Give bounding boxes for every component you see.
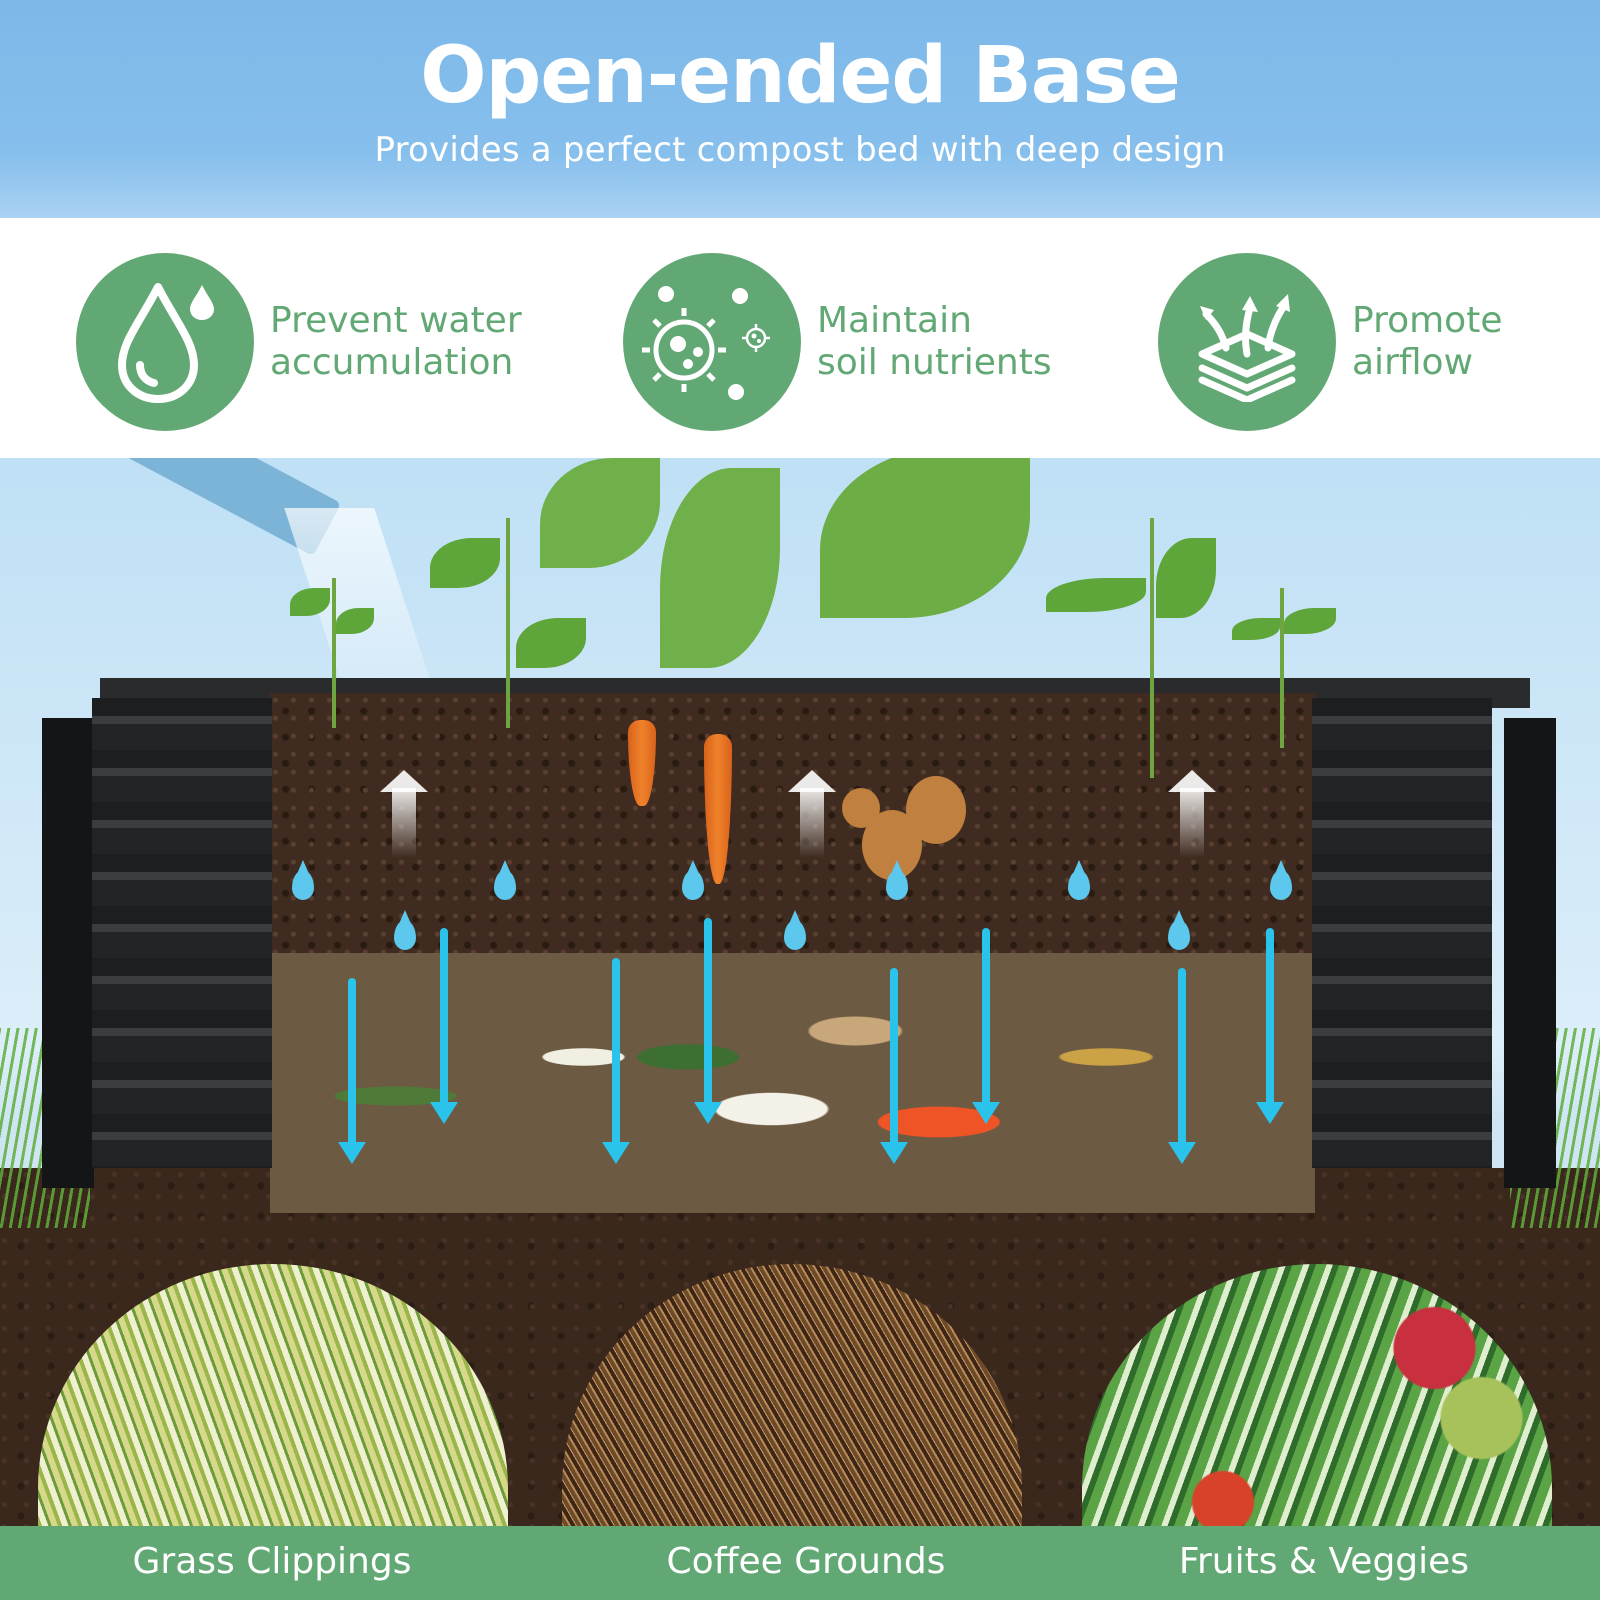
airflow-arrow-icon — [788, 770, 836, 858]
bed-corner-post-right — [1504, 718, 1556, 1188]
raised-bed-illustration — [0, 458, 1600, 1526]
materials-footer: Grass Clippings Coffee Grounds Fruits & … — [0, 1526, 1600, 1600]
pepper-stem — [1280, 588, 1284, 748]
potato-icon — [906, 776, 966, 844]
seedling-stem — [332, 578, 336, 728]
page-subtitle: Provides a perfect compost bed with deep… — [374, 130, 1226, 170]
water-flow-arrow-icon — [880, 968, 908, 1164]
airflow-arrow-icon — [380, 770, 428, 858]
feature-label: Maintain soil nutrients — [817, 300, 1052, 383]
water-drop-icon — [76, 253, 254, 431]
airflow-arrow-icon — [1168, 770, 1216, 858]
leaf-icon — [1046, 578, 1146, 612]
pepper-stem — [1150, 518, 1154, 778]
page-title: Open-ended Base — [420, 31, 1181, 121]
leaf-icon — [1232, 618, 1280, 640]
corrugated-panel-left — [92, 698, 272, 1168]
water-flow-arrow-icon — [972, 928, 1000, 1124]
feature-soil-nutrients: Maintain soil nutrients — [623, 253, 1052, 431]
feature-label: Promote airflow — [1352, 300, 1503, 383]
water-flow-arrow-icon — [430, 928, 458, 1124]
water-drop-icon — [1270, 870, 1292, 900]
water-flow-arrow-icon — [1168, 968, 1196, 1164]
carrot-greens — [540, 458, 660, 568]
water-drop-icon — [1068, 870, 1090, 900]
airflow-layers-icon — [1158, 253, 1336, 431]
feature-airflow: Promote airflow — [1158, 253, 1503, 431]
water-drop-icon — [394, 920, 416, 950]
material-label-veggies: Fruits & Veggies — [1178, 1541, 1470, 1582]
leaf-icon — [1284, 608, 1336, 634]
corrugated-panel-right — [1312, 698, 1492, 1168]
feature-prevent-water: Prevent water accumulation — [76, 253, 522, 431]
seedling-stem — [506, 518, 510, 728]
water-drop-icon — [886, 870, 908, 900]
water-drop-icon — [682, 870, 704, 900]
water-flow-arrow-icon — [694, 918, 722, 1124]
carrot-greens — [660, 468, 780, 668]
material-label-grass: Grass Clippings — [132, 1541, 412, 1582]
microbe-icon — [623, 253, 801, 431]
feature-label: Prevent water accumulation — [270, 300, 522, 383]
header-banner: Open-ended Base Provides a perfect compo… — [0, 0, 1600, 218]
leaf-icon — [430, 538, 500, 588]
features-row: Prevent water accumulation — [0, 218, 1600, 458]
potato-foliage — [820, 458, 1030, 618]
water-drop-icon — [292, 870, 314, 900]
material-label-coffee: Coffee Grounds — [666, 1541, 946, 1582]
water-flow-arrow-icon — [602, 958, 630, 1164]
water-drop-icon — [1168, 920, 1190, 950]
water-flow-arrow-icon — [1256, 928, 1284, 1124]
leaf-icon — [1156, 538, 1216, 618]
compost-layer — [270, 953, 1315, 1213]
bed-corner-post-left — [42, 718, 94, 1188]
water-drop-icon — [784, 920, 806, 950]
water-drop-icon — [494, 870, 516, 900]
leaf-icon — [516, 618, 586, 668]
water-flow-arrow-icon — [338, 978, 366, 1164]
